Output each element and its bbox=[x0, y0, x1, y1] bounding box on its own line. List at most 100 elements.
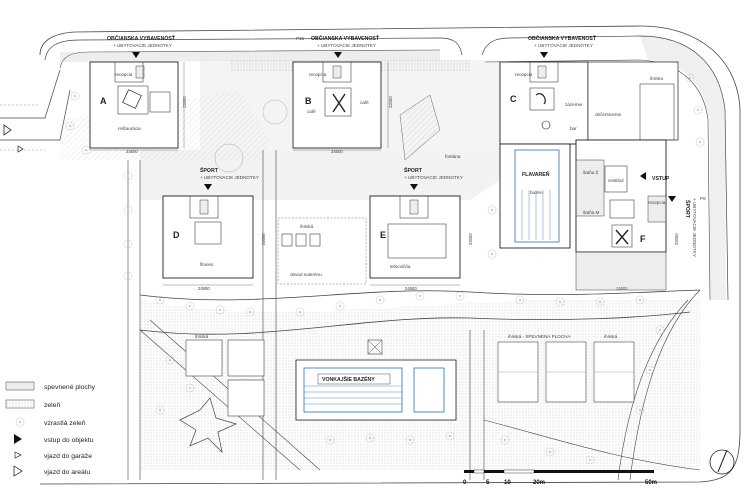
pool-hall-title: FLAVAREŇ bbox=[522, 170, 550, 178]
building-a-title: OBČIANSKA VYBAVENOSŤ bbox=[107, 34, 176, 42]
legend: spevnené plochy zeleň vzrastlá zeleň vst… bbox=[5, 381, 96, 477]
scale-5: 5 bbox=[486, 480, 490, 486]
road-hatch-east bbox=[640, 36, 726, 300]
legend-swatch-zelen bbox=[5, 399, 35, 409]
building-f-vstup: VSTUP bbox=[652, 176, 670, 182]
building-a-entrance-icon bbox=[132, 52, 140, 58]
path-mid bbox=[469, 330, 485, 480]
legend-swatch-spevnene bbox=[5, 381, 35, 391]
building-f-subtitle: + UBYTOVACIE JEDNOTKY bbox=[692, 198, 697, 257]
courts-south-east-label-2: ihriská bbox=[604, 334, 618, 339]
building-e: E telocvičňa 24500 22000 ŠPORT + UBYTOVA… bbox=[369, 166, 473, 291]
building-f-satna-m: šatňa M bbox=[583, 210, 600, 215]
building-d-fitness: fitness bbox=[200, 262, 214, 267]
scale-10: 10 bbox=[504, 480, 511, 486]
building-d-title: ŠPORT bbox=[200, 166, 219, 174]
building-f-vestibul: vestibul bbox=[608, 178, 624, 183]
courts-south-west-label: ihriská bbox=[195, 334, 209, 339]
building-c-bar: bar bbox=[570, 126, 577, 131]
legend-swatch-vzrastla bbox=[15, 417, 25, 427]
legend-icon-vstup bbox=[14, 434, 22, 444]
building-c-obcerstvenie: občerstvenie bbox=[595, 112, 621, 117]
scale-bar: 0 5 10 20m 50m bbox=[463, 469, 657, 486]
outdoor-pools: VONKAJŠIE BAZÉNY bbox=[295, 339, 457, 421]
plaza-paving bbox=[140, 150, 500, 200]
building-f-sport: ŠPORT bbox=[684, 200, 692, 219]
north-arrow-icon bbox=[709, 449, 735, 475]
scale-20: 20m bbox=[533, 480, 545, 486]
courts-south-east-label: ihriská - SPEVNENÁ PLOCHA bbox=[508, 333, 571, 339]
building-c-entrance-icon bbox=[540, 52, 548, 58]
outdoor-pools-label: VONKAJŠIE BAZÉNY bbox=[322, 375, 375, 383]
building-e-letter: E bbox=[380, 230, 386, 240]
scale-50: 50m bbox=[645, 480, 657, 486]
building-c-letter: C bbox=[510, 94, 517, 104]
building-c-title: OBČIANSKA VYBAVENOSŤ bbox=[528, 34, 597, 42]
building-b-width: 24500 bbox=[331, 149, 343, 154]
building-b-letter: B bbox=[305, 96, 312, 106]
building-e-width: 24500 bbox=[405, 286, 417, 291]
vjazd-arealu-marker bbox=[3, 124, 12, 136]
building-d: D fitness 24500 22000 ŠPORT + UBYTOVACIE… bbox=[162, 166, 266, 291]
building-d-entrance-icon bbox=[204, 184, 212, 190]
building-d-width: 24500 bbox=[198, 286, 210, 291]
pool-hall: FLAVAREŇ bazén bbox=[499, 143, 571, 249]
building-b: B recepcia café café 24500 22000 OBČIANS… bbox=[292, 34, 393, 154]
courts-south-east: ihriská - SPEVNENÁ PLOCHA ihriská bbox=[497, 333, 635, 403]
building-f-entrance-icon-2 bbox=[668, 196, 676, 202]
scale-0: 0 bbox=[463, 480, 467, 486]
building-f: F recepcia šatňa Ž vestibul šatňa M 2450… bbox=[575, 139, 706, 291]
building-e-subtitle: + UBYTOVACIE JEDNOTKY bbox=[404, 175, 463, 180]
fountain-label: fontána bbox=[445, 154, 461, 159]
building-c-ihrisko: ihrisko bbox=[650, 76, 664, 81]
building-a-width: 24500 bbox=[126, 149, 138, 154]
building-b-recepcia: recepcia bbox=[309, 72, 327, 77]
site-boundary bbox=[39, 25, 741, 485]
building-a: A recepcia reštaurácia 24500 22000 OBČIA… bbox=[89, 34, 187, 154]
courts-south-west: ihriská bbox=[185, 334, 265, 417]
building-b-cafe-1: café bbox=[307, 109, 316, 114]
legend-zelen: zeleň bbox=[44, 402, 60, 409]
building-f-letter: F bbox=[640, 234, 646, 244]
building-b-title: OBČIANSKA VYBAVENOSŤ bbox=[311, 34, 380, 42]
path-lower-curve bbox=[483, 419, 701, 471]
building-f-satna-z: šatňa Ž bbox=[583, 168, 599, 175]
building-a-letter: A bbox=[100, 96, 107, 106]
building-e-entrance-icon bbox=[410, 184, 418, 190]
building-a-height: 22000 bbox=[182, 96, 187, 108]
building-b-height: 22000 bbox=[388, 96, 393, 108]
legend-vjazd-garaze: vjazd do garáže bbox=[44, 453, 92, 460]
building-b-entrance-icon bbox=[334, 52, 342, 58]
legend-vstup-objekt: vstup do objektu bbox=[44, 437, 94, 444]
building-c-zazemie: zázemie bbox=[565, 102, 583, 107]
legend-vjazd-arealu: vjazd do areálu bbox=[44, 469, 90, 476]
building-d-height: 22000 bbox=[261, 233, 266, 245]
plaza-circle-1 bbox=[214, 143, 244, 173]
building-d-subtitle: + UBYTOVACIE JEDNOTKY bbox=[200, 175, 259, 180]
fountain-shape bbox=[399, 94, 441, 161]
legend-spevnene: spevnené plochy bbox=[44, 384, 96, 391]
promenade-edge-2 bbox=[139, 311, 691, 335]
building-a-subtitle: + UBYTOVACIE JEDNOTKY bbox=[113, 43, 172, 48]
basement-outline-label: obvod suterénu bbox=[290, 272, 322, 277]
courts-center-label: ihriská bbox=[300, 224, 314, 229]
building-c: C recepcia zázemie občerstvenie bar ihri… bbox=[499, 34, 679, 145]
legend-icon-garaze bbox=[14, 451, 22, 459]
building-e-height: 22000 bbox=[468, 233, 473, 245]
pool-hall-bazen: bazén bbox=[530, 190, 543, 195]
promenade-edge-1 bbox=[139, 289, 701, 301]
building-b-subtitle: + UBYTOVACIE JEDNOTKY bbox=[317, 43, 376, 48]
path-west-2 bbox=[262, 150, 277, 480]
building-b-cafe-2: café bbox=[360, 100, 369, 105]
building-f-recepcia: recepcia bbox=[648, 200, 666, 205]
building-a-restauracia: reštaurácia bbox=[118, 126, 141, 131]
building-f-entrance-icon bbox=[640, 172, 646, 180]
building-e-title: ŠPORT bbox=[404, 166, 423, 174]
building-c-recepcia: recepcia bbox=[515, 72, 533, 77]
building-f-height: 22000 bbox=[674, 233, 679, 245]
courts-center: ihriská obvod suterénu bbox=[277, 217, 367, 285]
building-c-subtitle: + UBYTOVACIE JEDNOTKY bbox=[534, 43, 593, 48]
building-a-recepcia: recepcia bbox=[115, 72, 133, 77]
p31-label: P31 bbox=[296, 36, 305, 41]
